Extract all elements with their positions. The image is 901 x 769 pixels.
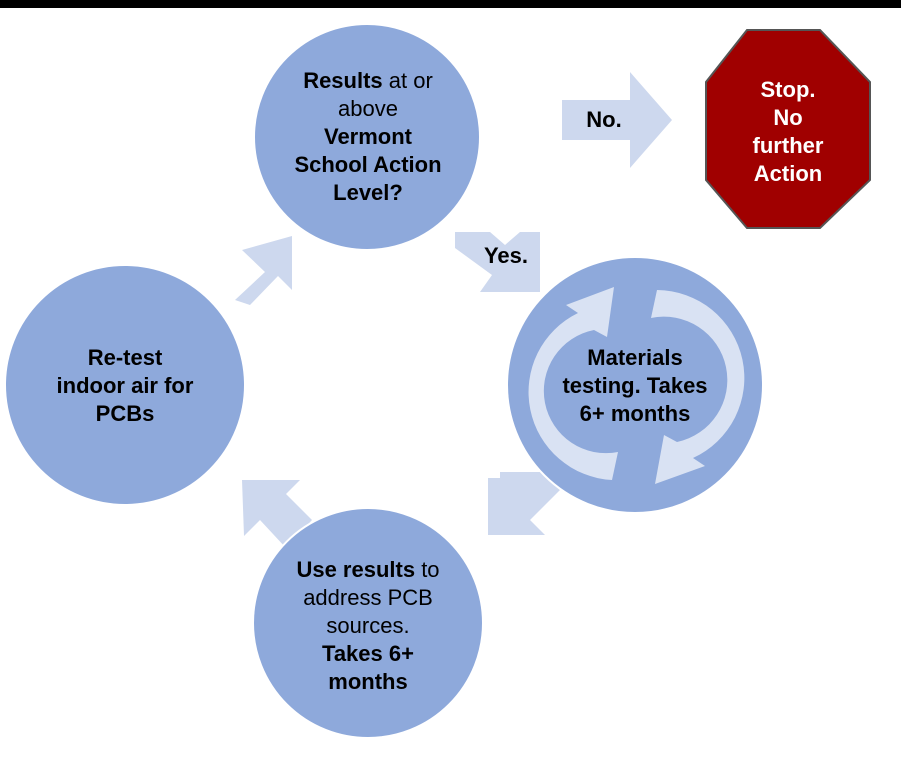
node-left-text: Re-test indoor air for PCBs: [56, 345, 194, 426]
arrow-right-to-bottom: [488, 472, 560, 535]
node-top-text: Results at or above Vermont School Actio…: [294, 68, 442, 205]
cycle-arrow-right-icon: [651, 290, 745, 484]
stop-sign-octagon: [705, 29, 871, 229]
top-border: [0, 0, 901, 8]
arrow-left-to-top: [235, 236, 292, 305]
node-right-text: Materials testing. Takes 6+ months: [562, 345, 708, 426]
cycle-arrow-left-icon: [528, 287, 618, 480]
arrow-no: [562, 72, 672, 168]
stop-sign-text: Stop. No further Action: [752, 77, 824, 186]
node-bottom-text: Use results to address PCB sources. Take…: [296, 556, 440, 694]
node-left-circle: [4, 264, 246, 506]
arrow-yes: [455, 232, 540, 292]
no-arrow-label: No.: [586, 107, 622, 132]
arrow-bottom-to-left: [242, 480, 312, 548]
node-bottom-circle: [252, 507, 484, 739]
yes-arrow-label: Yes.: [483, 243, 529, 268]
node-top-circle: [253, 23, 481, 251]
